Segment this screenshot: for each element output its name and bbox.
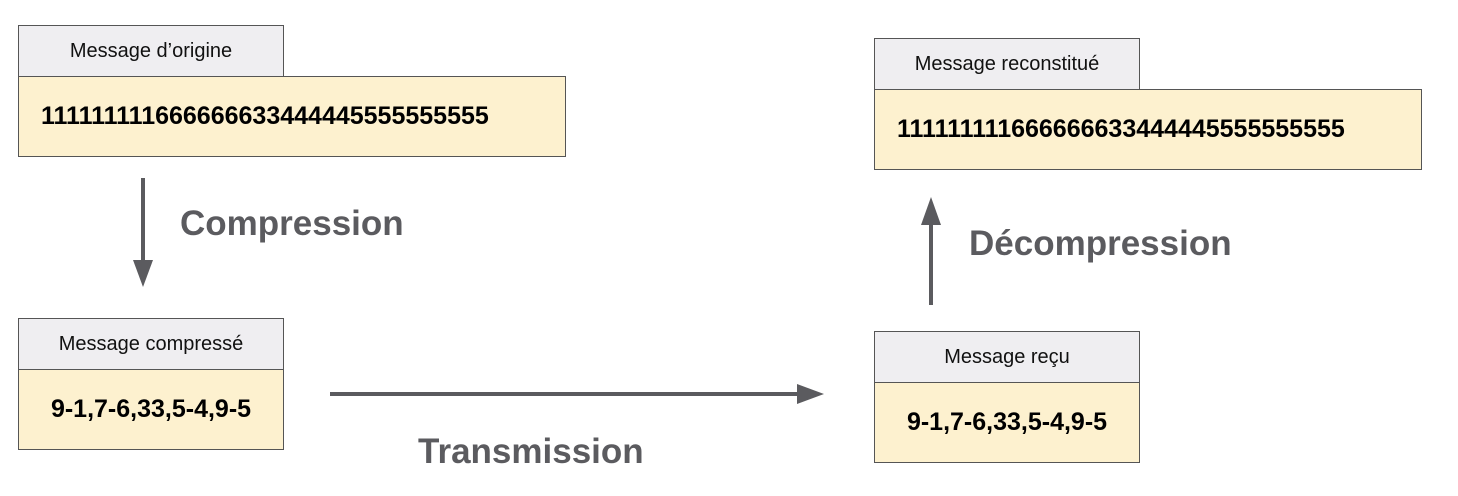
reconstituted-message-content: 111111111666666633444445555555555 [897,115,1345,143]
compression-label: Compression [180,204,404,243]
compressed-message-box: 9-1,7-6,33,5-4,9-5 [18,369,284,450]
compressed-message-title: Message compressé [58,333,244,355]
decompression-label: Décompression [969,224,1232,263]
transmission-arrow [330,384,824,404]
received-message-content: 9-1,7-6,33,5-4,9-5 [906,408,1108,436]
decompression-arrow [921,197,941,305]
transmission-label: Transmission [418,432,644,471]
compression-arrow [133,178,153,287]
original-message-content: 111111111666666633444445555555555 [41,102,489,130]
compressed-message-content: 9-1,7-6,33,5-4,9-5 [50,395,252,423]
reconstituted-message-title: Message reconstitué [914,53,1100,75]
compressed-message-tab: Message compressé [18,318,284,370]
received-message-title: Message reçu [944,346,1070,368]
reconstituted-message-box: 111111111666666633444445555555555 [874,89,1422,170]
original-message-title: Message d’origine [69,40,233,62]
received-message-box: 9-1,7-6,33,5-4,9-5 [874,382,1140,463]
original-message-box: 111111111666666633444445555555555 [18,76,566,157]
received-message-tab: Message reçu [874,331,1140,383]
original-message-tab: Message d’origine [18,25,284,77]
reconstituted-message-tab: Message reconstitué [874,38,1140,90]
